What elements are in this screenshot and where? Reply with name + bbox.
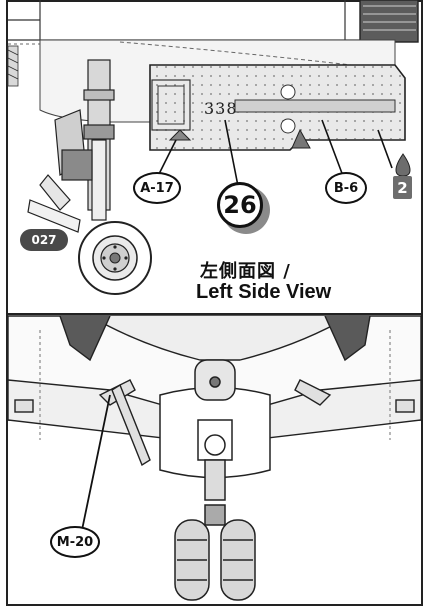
- nose-gear-bay: [159, 359, 271, 501]
- side-panel-plate: [149, 64, 406, 151]
- instruction-frame: [6, 0, 423, 606]
- leader-lines: [156, 119, 393, 187]
- panel-divider: [6, 313, 423, 315]
- callout-b6: B-6: [325, 172, 367, 204]
- panel-line: [119, 41, 396, 71]
- view-title-japanese: 左側面図 /: [200, 261, 291, 282]
- bottom-gear-wheels: [174, 504, 256, 601]
- upper-vent-grille: [359, 0, 419, 43]
- nose-wheel: [78, 221, 152, 295]
- callout-a17: A-17: [133, 172, 181, 204]
- part-number-badge: 027: [20, 229, 68, 251]
- callout-m20: M-20: [50, 526, 100, 558]
- fuselage-upper: [8, 0, 396, 45]
- gear-linkage: [27, 109, 93, 233]
- paint-code-label: 2: [393, 176, 412, 199]
- view-title-english: Left Side View: [196, 281, 332, 303]
- leader-line-m20: [81, 394, 111, 531]
- left-hatched-strip: [7, 45, 19, 87]
- step-number: 26: [217, 182, 270, 234]
- step-number-disc: 26: [217, 182, 263, 228]
- nose-gear-strut: [83, 59, 115, 221]
- panel-number: 338: [204, 99, 238, 118]
